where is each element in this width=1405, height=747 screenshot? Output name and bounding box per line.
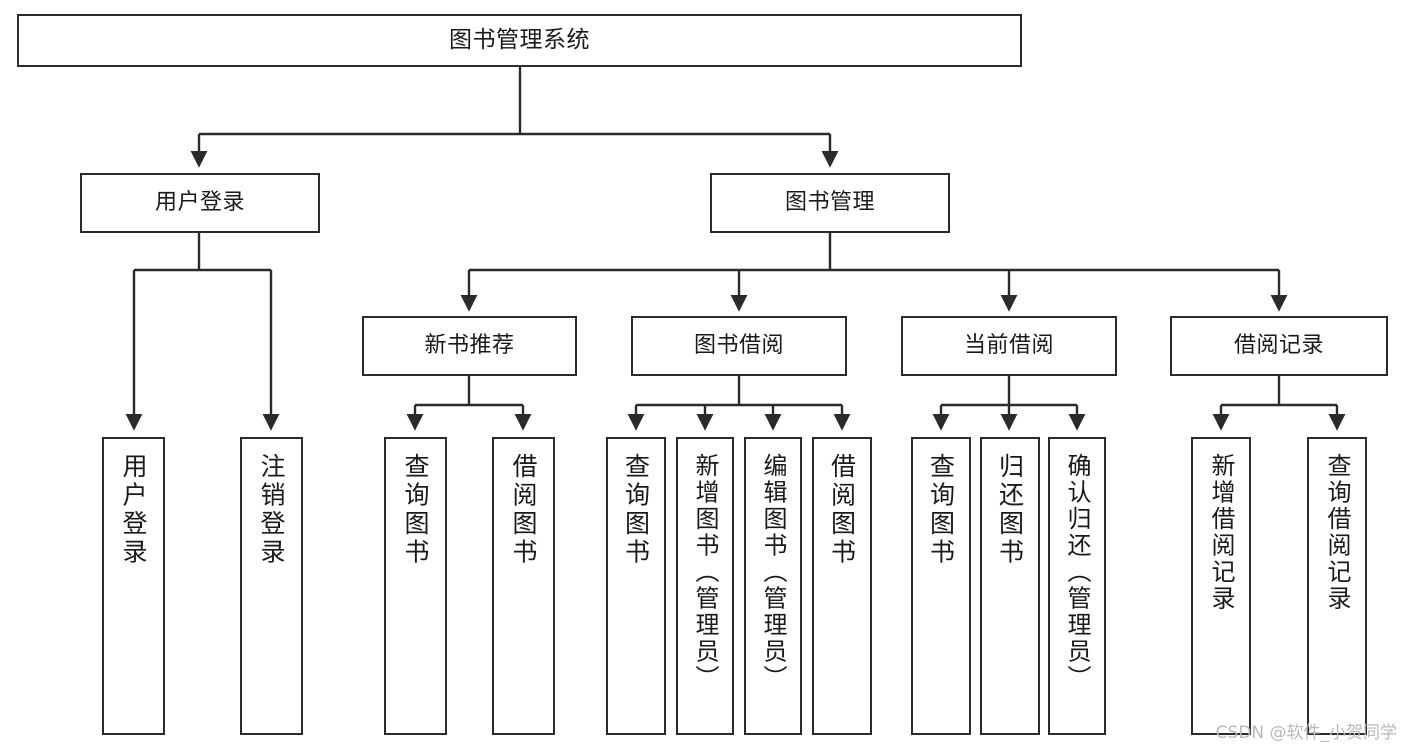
- node-leaf-query-book-2-label: 查询图书: [621, 453, 651, 567]
- node-root[interactable]: 图书管理系统: [17, 14, 1022, 67]
- node-new-book-recommend-label: 新书推荐: [424, 333, 515, 359]
- node-leaf-user-login-label: 用户登录: [119, 453, 148, 567]
- node-leaf-logout-login-label: 注销登录: [257, 453, 286, 567]
- node-user-login[interactable]: 用户登录: [80, 173, 320, 233]
- node-leaf-add-book-label: 新增图书（管理员）: [691, 453, 719, 692]
- node-leaf-query-record-label: 查询借阅记录: [1323, 453, 1351, 612]
- node-leaf-return-book-label: 归还图书: [995, 453, 1025, 567]
- node-leaf-query-book-3-label: 查询图书: [926, 453, 956, 567]
- node-borrow-record-label: 借阅记录: [1233, 333, 1324, 359]
- node-borrow-record[interactable]: 借阅记录: [1170, 316, 1388, 376]
- node-root-label: 图书管理系统: [449, 26, 590, 53]
- watermark-text: CSDN @软件_小贺同学: [1215, 723, 1397, 743]
- node-leaf-user-login[interactable]: 用户登录: [102, 437, 165, 735]
- node-leaf-return-book[interactable]: 归还图书: [980, 437, 1040, 735]
- node-leaf-logout-login[interactable]: 注销登录: [240, 437, 303, 735]
- node-current-borrow-label: 当前借阅: [963, 333, 1054, 359]
- node-leaf-edit-book[interactable]: 编辑图书（管理员）: [744, 437, 802, 735]
- node-leaf-borrow-book-2[interactable]: 借阅图书: [812, 437, 872, 735]
- node-leaf-add-record[interactable]: 新增借阅记录: [1191, 437, 1251, 735]
- node-leaf-query-record[interactable]: 查询借阅记录: [1307, 437, 1367, 735]
- node-current-borrow[interactable]: 当前借阅: [901, 316, 1117, 376]
- node-book-manage[interactable]: 图书管理: [710, 173, 950, 233]
- node-leaf-add-book[interactable]: 新增图书（管理员）: [676, 437, 734, 735]
- node-leaf-confirm-return[interactable]: 确认归还（管理员）: [1048, 437, 1106, 735]
- node-leaf-add-record-label: 新增借阅记录: [1207, 453, 1235, 612]
- node-leaf-query-book-1-label: 查询图书: [401, 453, 430, 567]
- node-leaf-borrow-book-1-label: 借阅图书: [509, 453, 538, 567]
- node-leaf-query-book-1[interactable]: 查询图书: [384, 437, 447, 735]
- node-leaf-confirm-return-label: 确认归还（管理员）: [1063, 453, 1091, 692]
- node-new-book-recommend[interactable]: 新书推荐: [362, 316, 577, 376]
- node-leaf-query-book-3[interactable]: 查询图书: [911, 437, 971, 735]
- node-leaf-borrow-book-2-label: 借阅图书: [827, 453, 857, 567]
- node-user-login-label: 用户登录: [154, 190, 245, 216]
- node-leaf-query-book-2[interactable]: 查询图书: [606, 437, 666, 735]
- node-book-borrow-label: 图书借阅: [693, 333, 784, 359]
- node-book-borrow[interactable]: 图书借阅: [631, 316, 847, 376]
- node-leaf-edit-book-label: 编辑图书（管理员）: [759, 453, 787, 692]
- node-leaf-borrow-book-1[interactable]: 借阅图书: [492, 437, 555, 735]
- node-book-manage-label: 图书管理: [784, 190, 875, 216]
